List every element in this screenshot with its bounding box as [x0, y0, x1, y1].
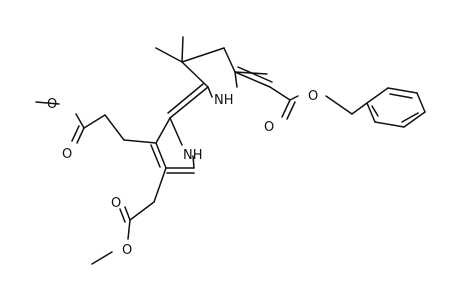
- oxygen-label: O: [264, 120, 274, 135]
- bond: [169, 86, 209, 119]
- bond: [366, 87, 389, 104]
- nitrogen-label: NH: [214, 93, 234, 108]
- bond: [234, 71, 271, 88]
- bond: [104, 114, 125, 141]
- methyl-propanoate-chain: [35, 101, 157, 144]
- methyl-acetate-chain: [91, 167, 167, 265]
- bond: [281, 99, 291, 118]
- bond: [387, 87, 418, 94]
- bond: [127, 219, 131, 240]
- oxygen-label: O: [47, 97, 57, 112]
- bond: [351, 102, 368, 115]
- bond: [123, 139, 157, 144]
- bond: [167, 83, 204, 114]
- gem-dimethyl: [155, 36, 184, 63]
- bond: [83, 114, 106, 129]
- bond: [286, 101, 296, 120]
- bond: [153, 167, 167, 203]
- bond: [150, 144, 161, 168]
- bond: [192, 155, 195, 169]
- oxygen-label: O: [111, 196, 121, 211]
- bond: [181, 36, 184, 63]
- bond: [124, 206, 131, 221]
- nitrogen-label: NH: [183, 148, 203, 163]
- bond: [181, 61, 209, 88]
- pyrrole-ring: [150, 117, 195, 174]
- bond: [237, 66, 273, 83]
- bond: [155, 47, 183, 63]
- bond: [91, 251, 113, 265]
- bond: [366, 102, 376, 123]
- bond: [76, 127, 85, 144]
- bond: [71, 125, 80, 142]
- methine-bridge: [167, 83, 209, 119]
- bond: [155, 117, 171, 144]
- bond: [119, 208, 126, 223]
- bond: [401, 112, 419, 123]
- bond: [416, 92, 426, 113]
- oxygen-label: O: [62, 147, 72, 162]
- oxygen-label: O: [122, 243, 132, 258]
- bond: [371, 105, 379, 117]
- bond: [325, 95, 353, 115]
- bond: [35, 101, 60, 105]
- bond: [234, 71, 238, 88]
- bond: [389, 93, 413, 99]
- bond: [155, 142, 167, 169]
- bond: [207, 86, 213, 98]
- bond: [181, 47, 225, 63]
- bond: [75, 113, 85, 129]
- pyrroline-ring: [181, 47, 268, 98]
- bond: [269, 86, 291, 101]
- bond: [374, 121, 405, 128]
- bond: [289, 95, 299, 101]
- bond: [129, 201, 155, 221]
- benzyl-ylidene-acetate: [234, 66, 368, 120]
- benzene-ring: [366, 87, 426, 128]
- bond: [403, 111, 426, 128]
- bond: [223, 47, 236, 73]
- bond: [169, 117, 183, 146]
- oxygen-label: O: [308, 89, 318, 104]
